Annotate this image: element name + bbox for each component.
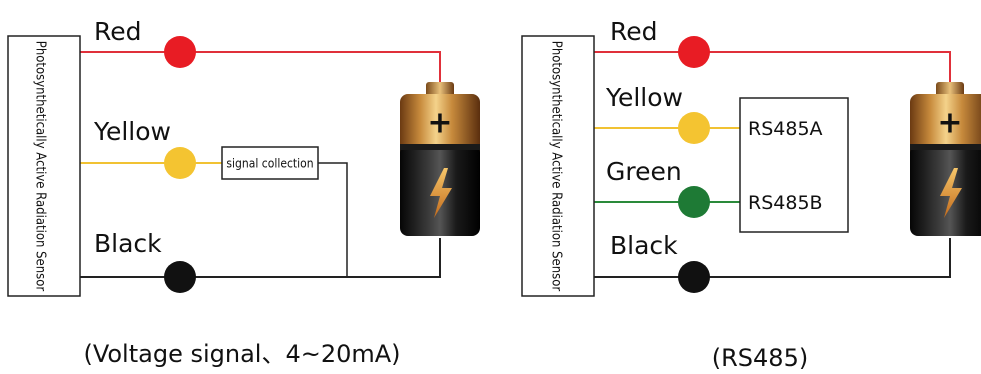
left-caption: (Voltage signal、4~20mA) (83, 340, 400, 368)
left-yellow-dot (164, 147, 196, 179)
right-red-dot (678, 36, 710, 68)
right-black-wire (594, 238, 951, 278)
left-black-wire (80, 238, 441, 278)
right-battery-plus: + (937, 106, 962, 141)
lightning-bolt-icon (940, 168, 962, 218)
right-green-label: Green (606, 157, 682, 186)
left-sensor-label: Photosynthetically Active Radiation Sens… (33, 41, 48, 292)
right-black-label: Black (610, 231, 678, 260)
left-diagram: Photosynthetically Active Radiation Sens… (7, 17, 480, 368)
right-rs485a-label: RS485A (748, 118, 823, 140)
right-diagram: Photosynthetically Active Radiation Sens… (521, 17, 981, 372)
left-sensor-box (7, 35, 81, 297)
left-black-dot (164, 261, 196, 293)
right-sensor-label: Photosynthetically Active Radiation Sens… (549, 41, 564, 292)
right-green-dot (678, 186, 710, 218)
left-yellow-label: Yellow (93, 117, 171, 146)
left-battery-plus: + (427, 106, 452, 141)
right-red-wire (594, 51, 951, 92)
right-red-label: Red (610, 17, 658, 46)
left-black-label: Black (94, 229, 162, 258)
left-signal-box-wire (318, 162, 348, 277)
right-yellow-label: Yellow (605, 83, 683, 112)
right-black-dot (678, 261, 710, 293)
lightning-bolt-icon (430, 168, 452, 218)
right-caption: (RS485) (712, 344, 808, 372)
left-red-wire (80, 51, 441, 92)
left-signal-collection-label: signal collection (226, 157, 313, 171)
left-signal-collection-box (221, 146, 319, 180)
left-red-dot (164, 36, 196, 68)
right-battery-icon: + (910, 82, 981, 236)
left-red-label: Red (94, 17, 142, 46)
right-rs485b-label: RS485B (748, 192, 823, 214)
right-yellow-dot (678, 112, 710, 144)
left-battery-icon: + (400, 82, 480, 236)
right-sensor-box (521, 35, 595, 297)
right-rs485-box (739, 97, 849, 233)
